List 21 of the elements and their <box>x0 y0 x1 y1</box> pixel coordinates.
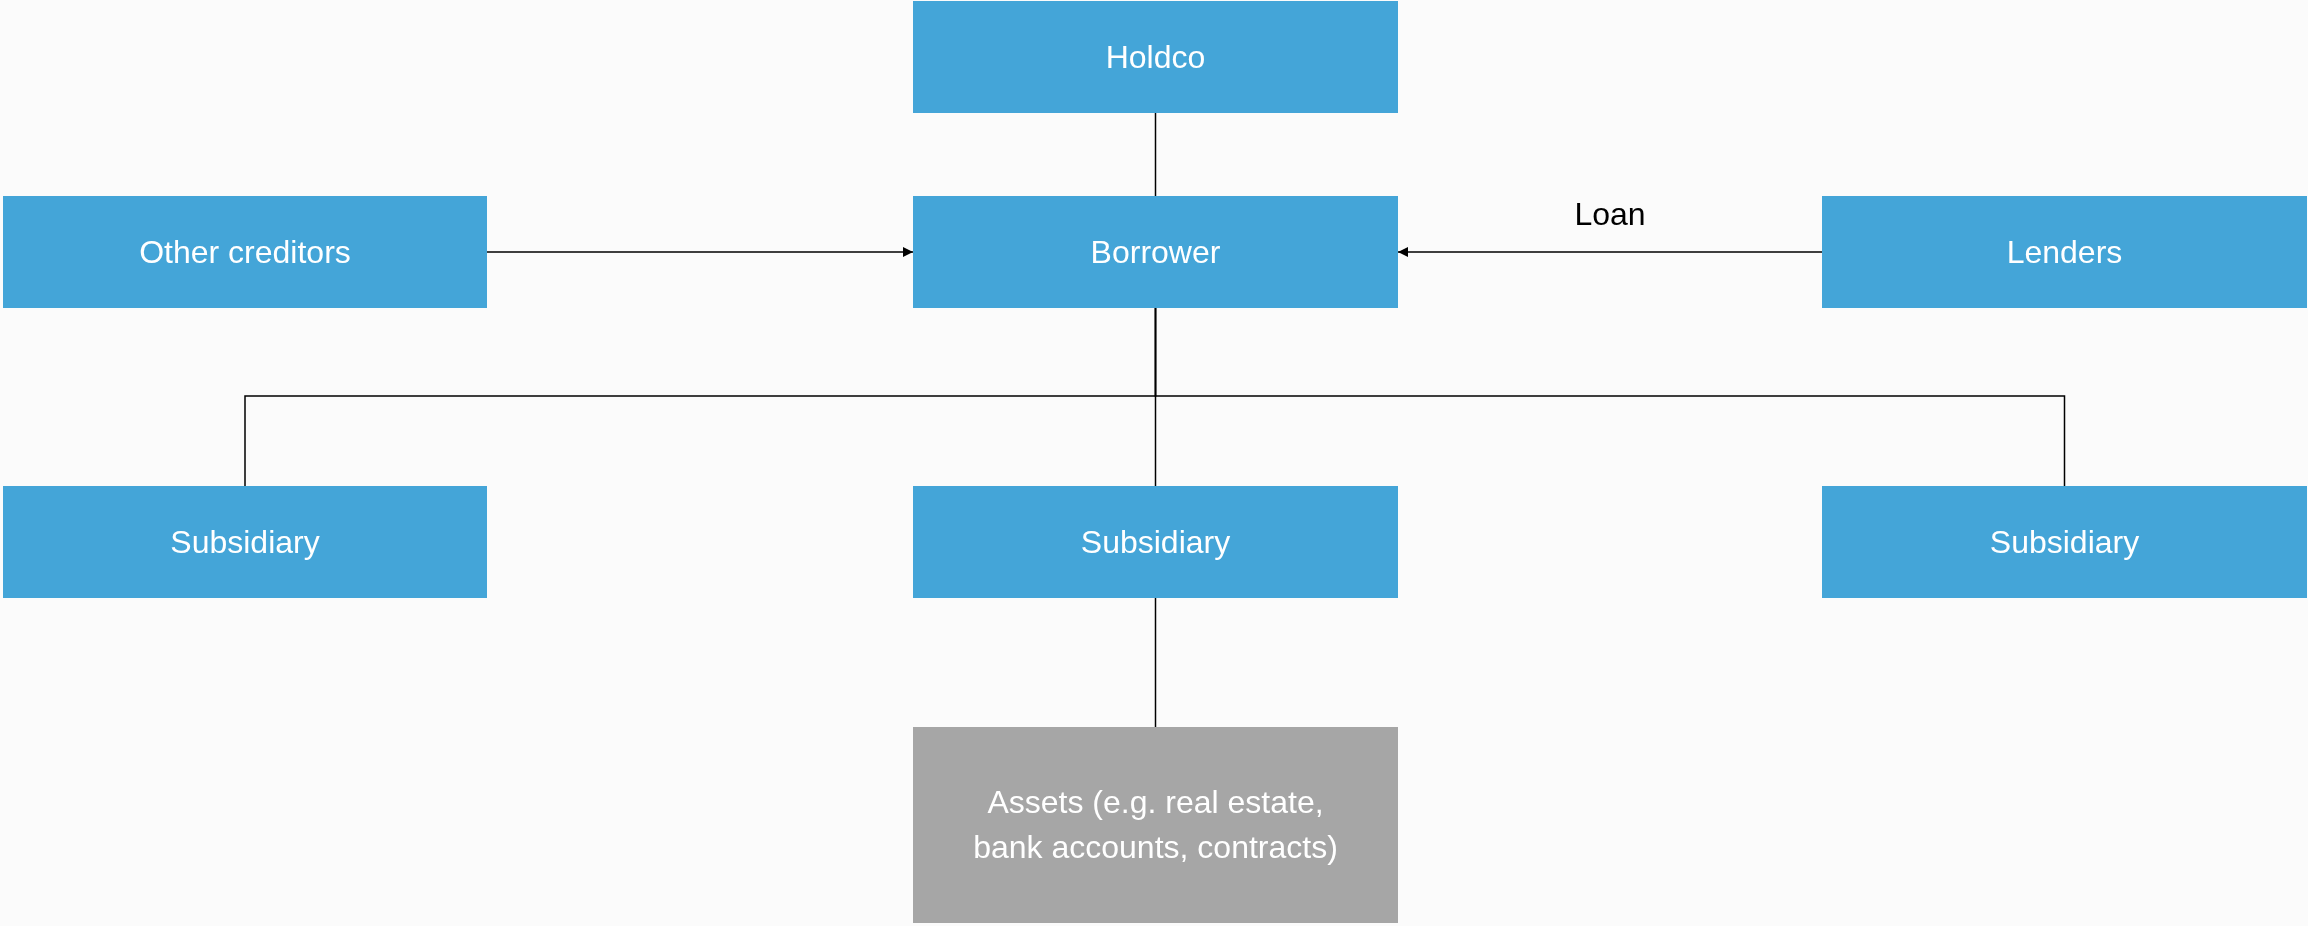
node-label: Subsidiary <box>170 522 320 562</box>
connector-line <box>1154 112 1157 197</box>
node-label: Other creditors <box>139 232 351 272</box>
assets-box <box>913 727 1398 923</box>
entity-box <box>913 1 1398 113</box>
entity-box <box>3 196 487 308</box>
node-label: Subsidiary <box>1080 522 1231 562</box>
node-label: Holdco <box>1105 37 1206 77</box>
node-label: Borrower <box>1090 232 1221 272</box>
entity-box <box>1822 196 2307 308</box>
node-label: Subsidiary <box>1989 522 2140 562</box>
entity-box <box>913 196 1398 308</box>
connector-line <box>1154 597 1157 728</box>
connector-line <box>1154 307 2066 487</box>
arrow <box>1397 247 1823 257</box>
node-label: Assets (e.g. real estate, bank accounts, contracts) <box>972 783 1339 867</box>
entity-box <box>913 486 1398 598</box>
node-label: Lenders <box>2006 232 2123 272</box>
entity-box <box>3 486 487 598</box>
arrow <box>486 247 914 257</box>
entity-box <box>1822 486 2307 598</box>
